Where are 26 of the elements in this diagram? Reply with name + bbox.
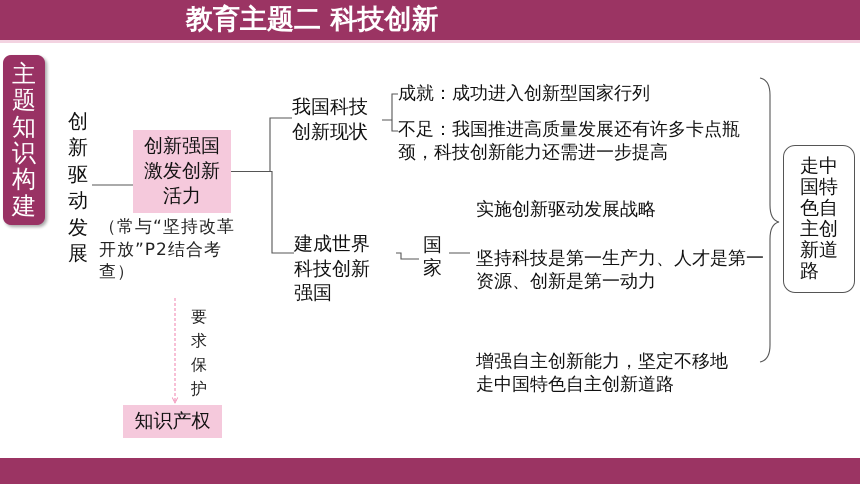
- item-text: 增强自主创新能力，坚定不移地走中国特色自主创新道路: [470, 350, 745, 430]
- connector-line: [396, 252, 419, 260]
- highlight-box: [123, 405, 222, 438]
- branch-text: 国家: [423, 234, 447, 284]
- branch-text: 建成世界科技创新强国: [294, 232, 386, 310]
- arrow: [172, 298, 178, 404]
- note-text: （常与“坚持改革开放”P2结合考查）: [99, 216, 236, 284]
- connector-line: [382, 119, 398, 132]
- box-text: 走中国特色自主创新道路: [800, 156, 838, 282]
- title: 教育主题二 科技创新: [186, 3, 438, 37]
- branch-text: 我国科技创新现状: [292, 95, 382, 147]
- connector-line: [231, 170, 294, 254]
- item-text: 坚持科技是第一生产力、人才是第一资源、创新是第一动力: [470, 247, 765, 325]
- box-text: 知识产权: [134, 409, 210, 434]
- item-text: 成就：成功进入创新型国家行列: [398, 82, 728, 107]
- item-text: 不足：我国推进高质量发展还有许多卡点瓶颈，科技创新能力还需进一步提高: [398, 118, 760, 196]
- highlight-box: [133, 130, 231, 213]
- edge-label: 要求保护: [191, 306, 207, 400]
- topic-tab: [3, 55, 45, 225]
- conclusion-box: [783, 145, 855, 293]
- connector-line: [92, 184, 133, 186]
- connector-line: [449, 252, 470, 254]
- item-text: 实施创新驱动发展战略: [470, 198, 720, 225]
- box-text: 主题知识构建: [12, 60, 36, 220]
- topic-text: 创新驱动发展: [68, 108, 94, 268]
- box-text: 创新强国激发创新活力: [142, 134, 221, 209]
